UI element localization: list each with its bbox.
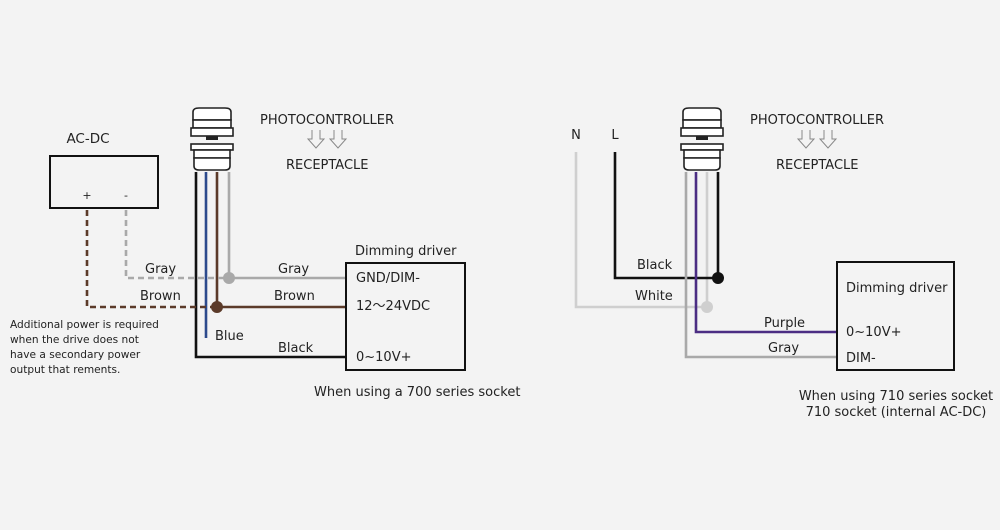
junction-black: [712, 272, 724, 284]
left-diagram: AC-DC + - PHOTOCONTROLLER RECEPTACLE Gra…: [49, 107, 520, 400]
label-black-left: Black: [278, 341, 314, 356]
right-photocontroller-label: PHOTOCONTROLLER: [750, 113, 884, 128]
n-label: N: [571, 128, 581, 143]
wire-purple: [694, 172, 837, 334]
left-receptacle-label: RECEPTACLE: [286, 158, 369, 173]
right-caption-line1: When using 710 series socket: [799, 389, 993, 404]
right-driver-terminal-1: 0~10V+: [846, 325, 902, 340]
junction-gray: [223, 272, 235, 284]
right-driver-box: [836, 261, 955, 371]
left-driver-terminal-1: GND/DIM-: [356, 271, 420, 286]
left-socket-icon: [190, 107, 234, 171]
junction-white: [701, 301, 713, 313]
left-photocontroller-label: PHOTOCONTROLLER: [260, 113, 394, 128]
left-down-arrows-icon: [307, 129, 347, 149]
label-white: White: [635, 289, 673, 304]
right-driver-title: Dimming driver: [846, 281, 948, 296]
right-socket-icon: [680, 107, 724, 171]
acdc-plus: +: [82, 189, 91, 202]
right-diagram: N L PHOTOCONTROLLER RECEPTACLE Black Whi…: [571, 107, 993, 420]
left-driver-box: [345, 262, 466, 371]
wire-black-left: [194, 172, 346, 359]
wire-brown-dashed: [85, 210, 217, 309]
left-driver-title: Dimming driver: [355, 244, 457, 259]
wire-white: [574, 152, 709, 309]
left-caption: When using a 700 series socket: [314, 385, 520, 400]
l-label: L: [611, 128, 619, 143]
acdc-box: [49, 155, 159, 209]
label-black-right: Black: [637, 258, 673, 273]
wire-brown-right: [215, 172, 346, 309]
label-blue: Blue: [215, 329, 244, 344]
label-gray-left: Gray: [145, 262, 176, 277]
wire-gray-right-diagram: [684, 172, 837, 359]
right-receptacle-label: RECEPTACLE: [776, 158, 859, 173]
left-driver-terminal-2: 12～24VDC: [356, 299, 430, 314]
right-driver-terminal-2: DIM-: [846, 351, 876, 366]
left-driver-terminal-3: 0~10V+: [356, 350, 412, 365]
additional-power-note: Additional power is required when the dr…: [10, 319, 159, 376]
right-caption-line2: 710 socket (internal AC-DC): [806, 405, 987, 420]
label-brown-right: Brown: [274, 289, 315, 304]
label-brown-left: Brown: [140, 289, 181, 304]
label-purple: Purple: [764, 316, 805, 331]
acdc-label: AC-DC: [66, 131, 109, 147]
wire-gray-dashed: [124, 210, 229, 280]
junction-brown: [211, 301, 223, 313]
acdc-minus: -: [124, 189, 128, 202]
right-down-arrows-icon: [797, 129, 837, 149]
wire-black-right: [613, 152, 720, 280]
label-gray-right-diagram: Gray: [768, 341, 799, 356]
label-gray-right: Gray: [278, 262, 309, 277]
